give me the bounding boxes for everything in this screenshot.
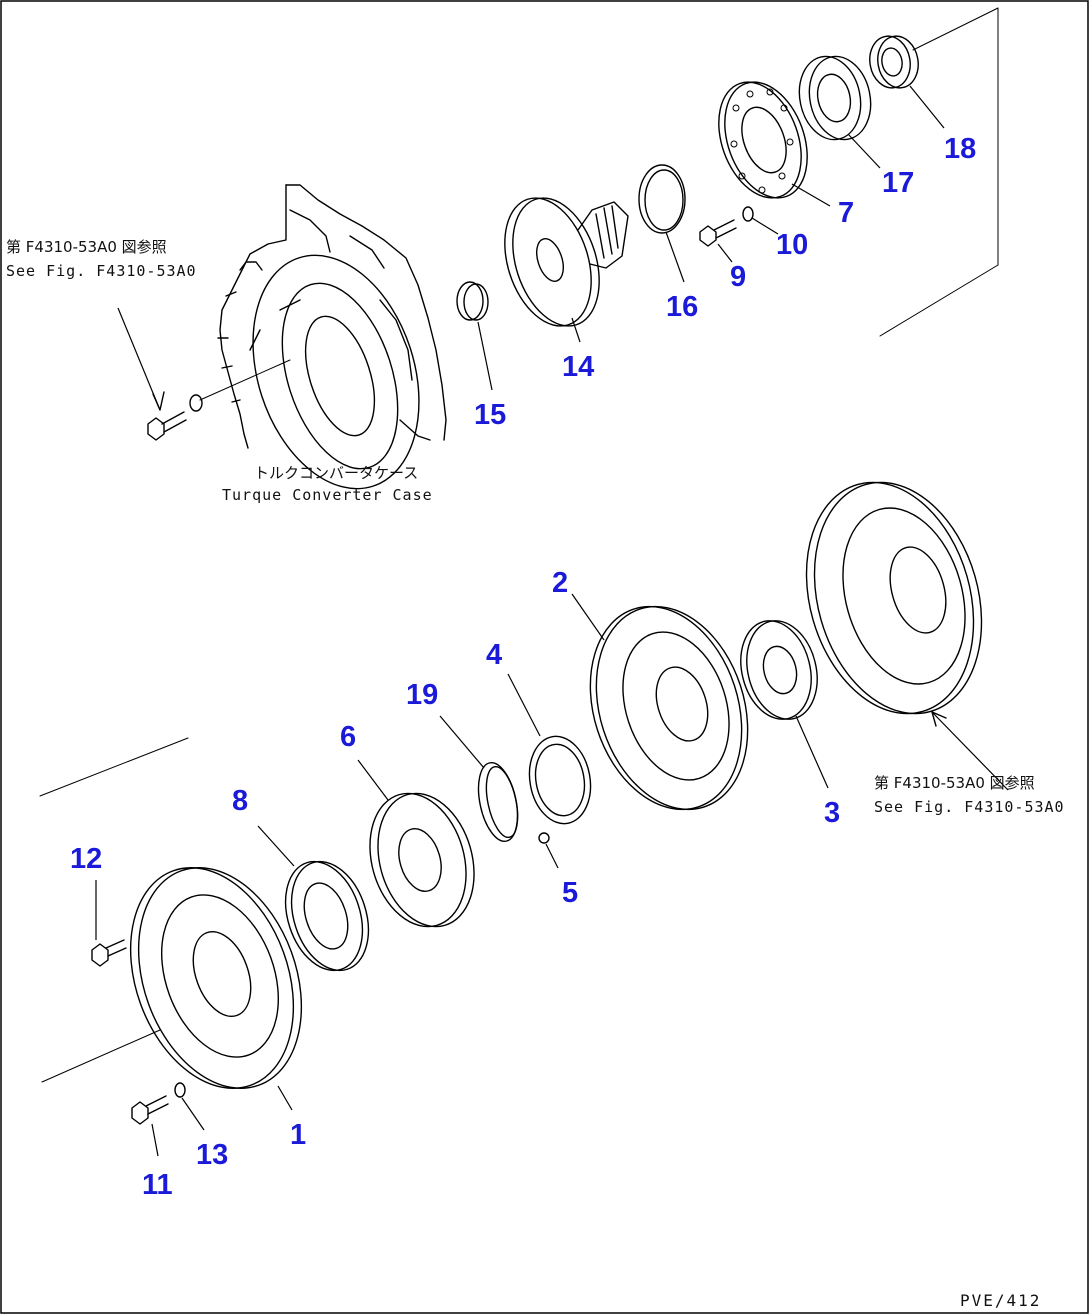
callout-17: 17	[882, 167, 914, 199]
callout-16: 16	[666, 291, 698, 323]
leader-17	[847, 133, 881, 169]
callout-3: 3	[824, 797, 840, 829]
part-7-plate	[718, 81, 808, 199]
callout-13: 13	[196, 1139, 228, 1171]
callout-6: 6	[340, 721, 356, 753]
leader-13	[181, 1097, 205, 1131]
callout-4: 4	[486, 639, 502, 671]
part-2-turbine	[589, 605, 749, 811]
torque-converter-case	[217, 184, 447, 490]
leader-arrowhead	[152, 391, 165, 411]
callout-1: 1	[290, 1119, 306, 1151]
part-15-seal	[456, 281, 489, 321]
part-8-plate	[284, 860, 370, 972]
part-9-bolt	[699, 219, 737, 247]
leader-16	[665, 231, 685, 283]
leader-4	[507, 673, 541, 737]
callout-12: 12	[70, 843, 102, 875]
part-18-collar	[869, 35, 919, 89]
part-17-bearing	[798, 55, 872, 141]
callout-5: 5	[562, 877, 578, 909]
callout-18: 18	[944, 133, 976, 165]
lower-group-frame	[39, 737, 189, 1083]
callout-7: 7	[838, 197, 854, 229]
callout-11: 11	[142, 1169, 173, 1201]
leader-8	[257, 825, 295, 867]
leader-ref-right	[931, 711, 1009, 791]
leader-11	[151, 1123, 159, 1157]
ref-note-right-jp: 第 F4310-53A0 図参照	[874, 774, 1035, 792]
leader-7	[791, 183, 831, 207]
part-6-stator	[369, 792, 475, 928]
case-bolt	[147, 359, 291, 441]
part-14-stator-shaft	[504, 197, 629, 327]
leader-2	[571, 593, 605, 641]
callout-8: 8	[232, 785, 248, 817]
leader-ref-case	[117, 307, 161, 411]
leader-1	[277, 1085, 293, 1111]
page-id: PVE/412	[960, 1291, 1041, 1310]
part-13-washer	[174, 1082, 186, 1098]
part-10-washer	[742, 206, 754, 222]
leader-arrowhead-right	[931, 711, 947, 727]
ref-note-right-en: See Fig. F4310-53A0	[874, 798, 1065, 816]
upper-group-frame	[879, 7, 999, 337]
leader-3	[795, 715, 829, 789]
leader-18	[909, 85, 945, 129]
callout-2: 2	[552, 567, 568, 599]
part-1-cover	[129, 867, 303, 1089]
callout-9: 9	[730, 261, 746, 293]
case-label-jp: トルクコンバータケース	[254, 464, 418, 482]
leader-10	[751, 217, 779, 235]
ref-note-top-left-en: See Fig. F4310-53A0	[6, 262, 197, 280]
part-12-bolt	[91, 939, 127, 967]
part-3-bearing	[740, 620, 818, 720]
leader-15	[477, 321, 493, 391]
part-5-pin	[538, 832, 550, 844]
callout-14: 14	[562, 351, 594, 383]
leader-19	[439, 715, 485, 769]
leader-6	[357, 759, 389, 801]
callout-15: 15	[474, 399, 506, 431]
part-19-snap-ring	[477, 761, 519, 843]
part-4-ring	[528, 735, 592, 825]
leader-9	[717, 243, 733, 263]
part-11-bolt	[131, 1095, 169, 1125]
case-label-en: Turque Converter Case	[222, 486, 433, 504]
part-16-ring	[638, 164, 686, 234]
callout-19: 19	[406, 679, 438, 711]
leader-5	[545, 843, 559, 869]
callout-10: 10	[776, 229, 808, 261]
ref-note-top-left-jp: 第 F4310-53A0 図参照	[6, 238, 167, 256]
part-3-housing	[805, 481, 983, 715]
leader-14	[571, 317, 581, 343]
